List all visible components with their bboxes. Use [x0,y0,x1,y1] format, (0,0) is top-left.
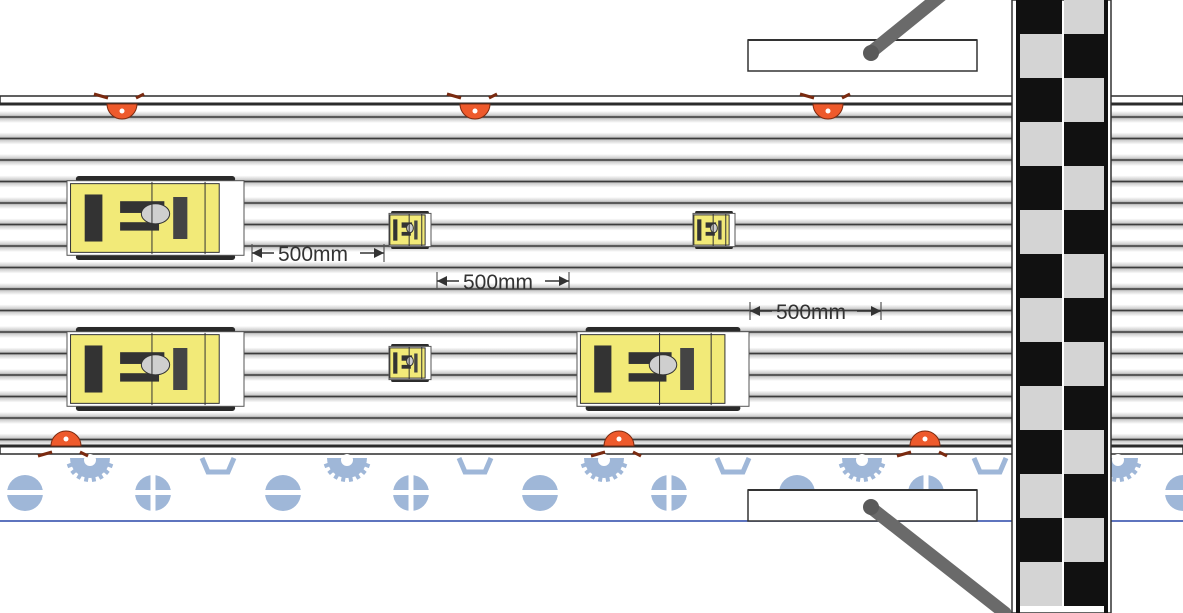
track-stripe [0,175,1183,188]
track-stripe [0,111,1183,123]
screw-icon [265,475,301,511]
screw-slot [408,475,414,511]
checker-cell [1018,342,1062,386]
gear-icon [838,454,886,482]
checker-cell [1064,474,1108,518]
checker-cell [1064,342,1108,386]
checker-cell [1064,0,1108,34]
checker-cell [1018,78,1062,122]
checker-cell [1018,122,1062,166]
checker-cell [1018,34,1062,78]
bracket-icon [896,430,948,458]
bracket-icon [446,92,498,120]
checker-cell [1064,430,1108,474]
bottom-rail [0,444,1183,455]
dimension-3: 500mm [749,301,882,324]
checker-cell [1018,474,1062,518]
floor-pattern [7,454,1183,511]
dimension-2: 500mm [436,271,570,294]
gate-icon [747,0,978,72]
track-stripe [0,197,1183,209]
finish-line [1011,0,1112,613]
checker-cell [1064,386,1108,430]
robot [66,327,245,411]
checker-cell [1064,298,1108,342]
dimension-label: 500mm [776,301,846,324]
robot [576,327,750,411]
checker-cell [1064,518,1108,562]
track-stripe [0,433,1183,446]
checker-cell [1064,210,1108,254]
checker-cell [1018,0,1062,34]
bracket-icon [590,430,642,458]
track-stripe [0,261,1183,274]
screw-icon [1165,475,1183,511]
gear-icon [66,454,114,482]
track-stripe [0,218,1183,231]
checker-cell [1064,562,1108,606]
screw-slot [150,475,156,511]
gear-icon [971,457,1009,475]
gear-icon [580,454,628,482]
gear-icon [714,457,752,475]
robots [66,176,750,411]
track-stripe [0,240,1183,252]
track-stripe [0,154,1183,166]
track-stripe [0,412,1183,424]
gear-icon [323,454,371,482]
screw-slot [666,475,672,511]
bracket-icon [37,430,89,458]
bracket-icon [799,92,851,120]
checker-cell [1018,210,1062,254]
screw-icon [7,475,43,511]
checker-cell [1064,122,1108,166]
checker-cell [1018,298,1062,342]
checker-cell [1018,430,1062,474]
top-rail [0,95,1183,106]
dimension-1: 500mm [251,243,385,266]
robot [692,211,736,249]
checker-cell [1018,386,1062,430]
checker-cell [1064,78,1108,122]
dimension-label: 500mm [278,243,348,266]
checker-cell [1018,562,1062,606]
gear-icon [199,457,237,475]
checker-cell [1064,166,1108,210]
checker-cell [1064,254,1108,298]
robot [388,344,432,382]
gate-icon [747,489,1012,613]
checker-cell [1064,34,1108,78]
checker-cell [1018,166,1062,210]
gear-icon [456,457,494,475]
screw-icon [522,475,558,511]
robot [388,211,432,249]
bracket-icon [93,92,145,120]
checker-cell [1018,254,1062,298]
robot [66,176,245,260]
dimension-label: 500mm [463,271,533,294]
track-stripe [0,283,1183,295]
track-stripe [0,304,1183,317]
checker-cell [1018,518,1062,562]
track-stripe [0,132,1183,145]
brackets [37,92,948,458]
